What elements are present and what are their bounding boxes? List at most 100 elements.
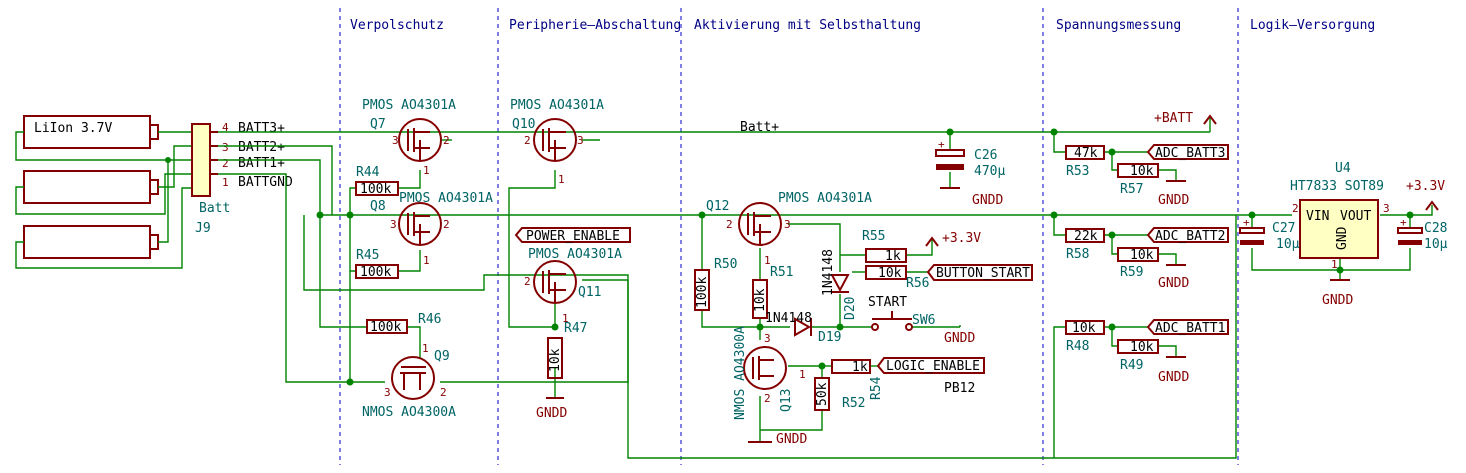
svg-text:3: 3: [577, 134, 584, 147]
q13-value: NMOS AO4300A: [733, 326, 748, 420]
label-adc-batt3: ADC_BATT3: [1155, 146, 1225, 161]
q8-value: PMOS AO4301A: [399, 191, 493, 206]
capacitor-c28: + C28 10µ: [1397, 216, 1448, 252]
svg-text:+: +: [938, 138, 945, 151]
r45-ref: R45: [356, 248, 379, 263]
mosfet-q8: 3 2 1 PMOS AO4301A Q8: [370, 191, 493, 267]
label-adc-batt1: ADC_BATT1: [1155, 321, 1225, 336]
label-adc-batt2: ADC_BATT2: [1155, 229, 1225, 244]
q10-value: PMOS AO4301A: [510, 98, 604, 113]
section-titles: Verpolschutz Peripherie–Abschaltung Akti…: [350, 18, 1375, 33]
c26-ref: C26: [974, 148, 997, 163]
net-battgnd: BATTGND: [238, 175, 293, 190]
q7-value: PMOS AO4301A: [362, 98, 456, 113]
net-batt3: BATT3+: [238, 121, 285, 136]
r51-ref: R51: [770, 265, 793, 280]
global-labels: POWER_ENABLE BUTTON_START LOGIC_ENABLE A…: [514, 144, 1229, 374]
diode-d19: 1N4148 D19: [765, 311, 841, 345]
resistor-r52: 50k R52: [814, 377, 865, 411]
svg-text:3: 3: [764, 332, 771, 345]
svg-text:10k: 10k: [1130, 340, 1154, 355]
gnd-symbol-c26: GNDD: [972, 193, 1003, 208]
svg-text:+: +: [1400, 216, 1407, 229]
resistor-r48: 10k R48: [1065, 320, 1105, 354]
mosfet-q10: 2 3 1 PMOS AO4301A Q10: [510, 98, 604, 186]
mosfet-q7: 3 2 1 PMOS AO4301A Q7: [362, 98, 456, 177]
svg-text:50k: 50k: [815, 382, 830, 406]
svg-text:10k: 10k: [1072, 321, 1096, 336]
svg-text:GND: GND: [1335, 226, 1350, 250]
svg-text:2: 2: [726, 218, 733, 231]
svg-text:2: 2: [524, 275, 531, 288]
resistor-r58: 22k R58: [1065, 228, 1105, 262]
section-title-aktivierung: Aktivierung mit Selbsthaltung: [694, 18, 921, 33]
r54-ref: R54: [869, 376, 884, 400]
sw6-ref: SW6: [912, 313, 935, 328]
svg-text:3: 3: [1383, 202, 1390, 215]
svg-text:100k: 100k: [360, 182, 391, 197]
resistor-r45: 100k R45: [355, 248, 399, 280]
resistor-r53: 47k R53: [1065, 145, 1105, 179]
mosfet-q12: 2 3 1 PMOS AO4301A Q12: [706, 191, 872, 267]
r46-ref: R46: [418, 312, 441, 327]
c26-value: 470µ: [974, 164, 1005, 179]
q11-value: PMOS AO4301A: [528, 247, 622, 262]
c28-value: 10µ: [1424, 237, 1448, 252]
switch-sw6: START SW6: [868, 295, 935, 331]
battery-2: [23, 170, 151, 204]
r47-ref: R47: [564, 321, 587, 336]
svg-text:10k: 10k: [878, 266, 902, 281]
q11-ref: Q11: [578, 285, 601, 300]
svg-text:3: 3: [390, 218, 397, 231]
svg-text:10k: 10k: [1130, 248, 1154, 263]
gnd-symbol-sw6: GNDD: [944, 331, 975, 346]
battery-3: [23, 225, 151, 259]
svg-text:2: 2: [524, 134, 531, 147]
svg-text:2: 2: [1292, 202, 1299, 215]
diode-d20: 1N4148 D20: [821, 249, 858, 320]
resistor-r56: 10k R56: [865, 265, 929, 291]
resistor-r49: 10k R49: [1117, 339, 1159, 373]
q12-ref: Q12: [706, 199, 729, 214]
gnd-symbol-r47: GNDD: [536, 406, 567, 421]
r50-ref: R50: [714, 257, 737, 272]
resistor-r54: 1k R54: [831, 359, 884, 400]
battery-1-label: LiIon 3.7V: [34, 121, 112, 136]
capacitor-c27: + C27 10µ: [1239, 216, 1300, 252]
vcc-symbol-u4: +3.3V: [1406, 179, 1445, 194]
svg-text:1k: 1k: [885, 249, 901, 264]
gnd-symbol-r59: GNDD: [1158, 276, 1189, 291]
q7-ref: Q7: [370, 117, 386, 132]
section-title-logik: Logik–Versorgung: [1250, 18, 1375, 33]
gnd-symbol-r49: GNDD: [1158, 370, 1189, 385]
q8-ref: Q8: [370, 199, 386, 214]
net-batt1: BATT1+: [238, 156, 285, 171]
c27-ref: C27: [1272, 221, 1295, 236]
svg-text:3: 3: [222, 141, 229, 154]
gnd-symbol-u4: GNDD: [1322, 293, 1353, 308]
wires: [218, 131, 1433, 459]
resistor-r47: 10k R47: [547, 321, 587, 379]
connector-value: Batt: [199, 201, 230, 216]
label-button-start: BUTTON_START: [936, 266, 1030, 281]
resistor-r50: 100k R50: [694, 257, 737, 311]
r44-ref: R44: [356, 165, 380, 180]
d20-ref: D20: [843, 297, 858, 320]
svg-text:10k: 10k: [1130, 164, 1154, 179]
r49-ref: R49: [1120, 358, 1143, 373]
resistor-r46: 100k R46: [366, 312, 441, 335]
power-symbols: GNDD GNDD GNDD GNDD GNDD GNDD GNDD GNDD …: [536, 111, 1445, 447]
gnd-symbol-q13: GNDD: [776, 432, 807, 447]
regulator-u4: VIN VOUT GND 2 3 1 U4 HT7833 SOT89: [1290, 161, 1390, 271]
gnd-symbol-r57: GNDD: [1158, 193, 1189, 208]
svg-text:2: 2: [443, 218, 450, 231]
svg-text:1: 1: [422, 342, 429, 355]
label-power-enable: POWER_ENABLE: [526, 229, 620, 244]
svg-text:+: +: [1243, 216, 1250, 229]
u4-value: HT7833 SOT89: [1290, 179, 1384, 194]
svg-text:3: 3: [392, 134, 399, 147]
svg-text:2: 2: [443, 134, 450, 147]
r59-ref: R59: [1120, 265, 1143, 280]
section-title-spannungsmessung: Spannungsmessung: [1056, 18, 1181, 33]
svg-text:1k: 1k: [852, 360, 868, 375]
